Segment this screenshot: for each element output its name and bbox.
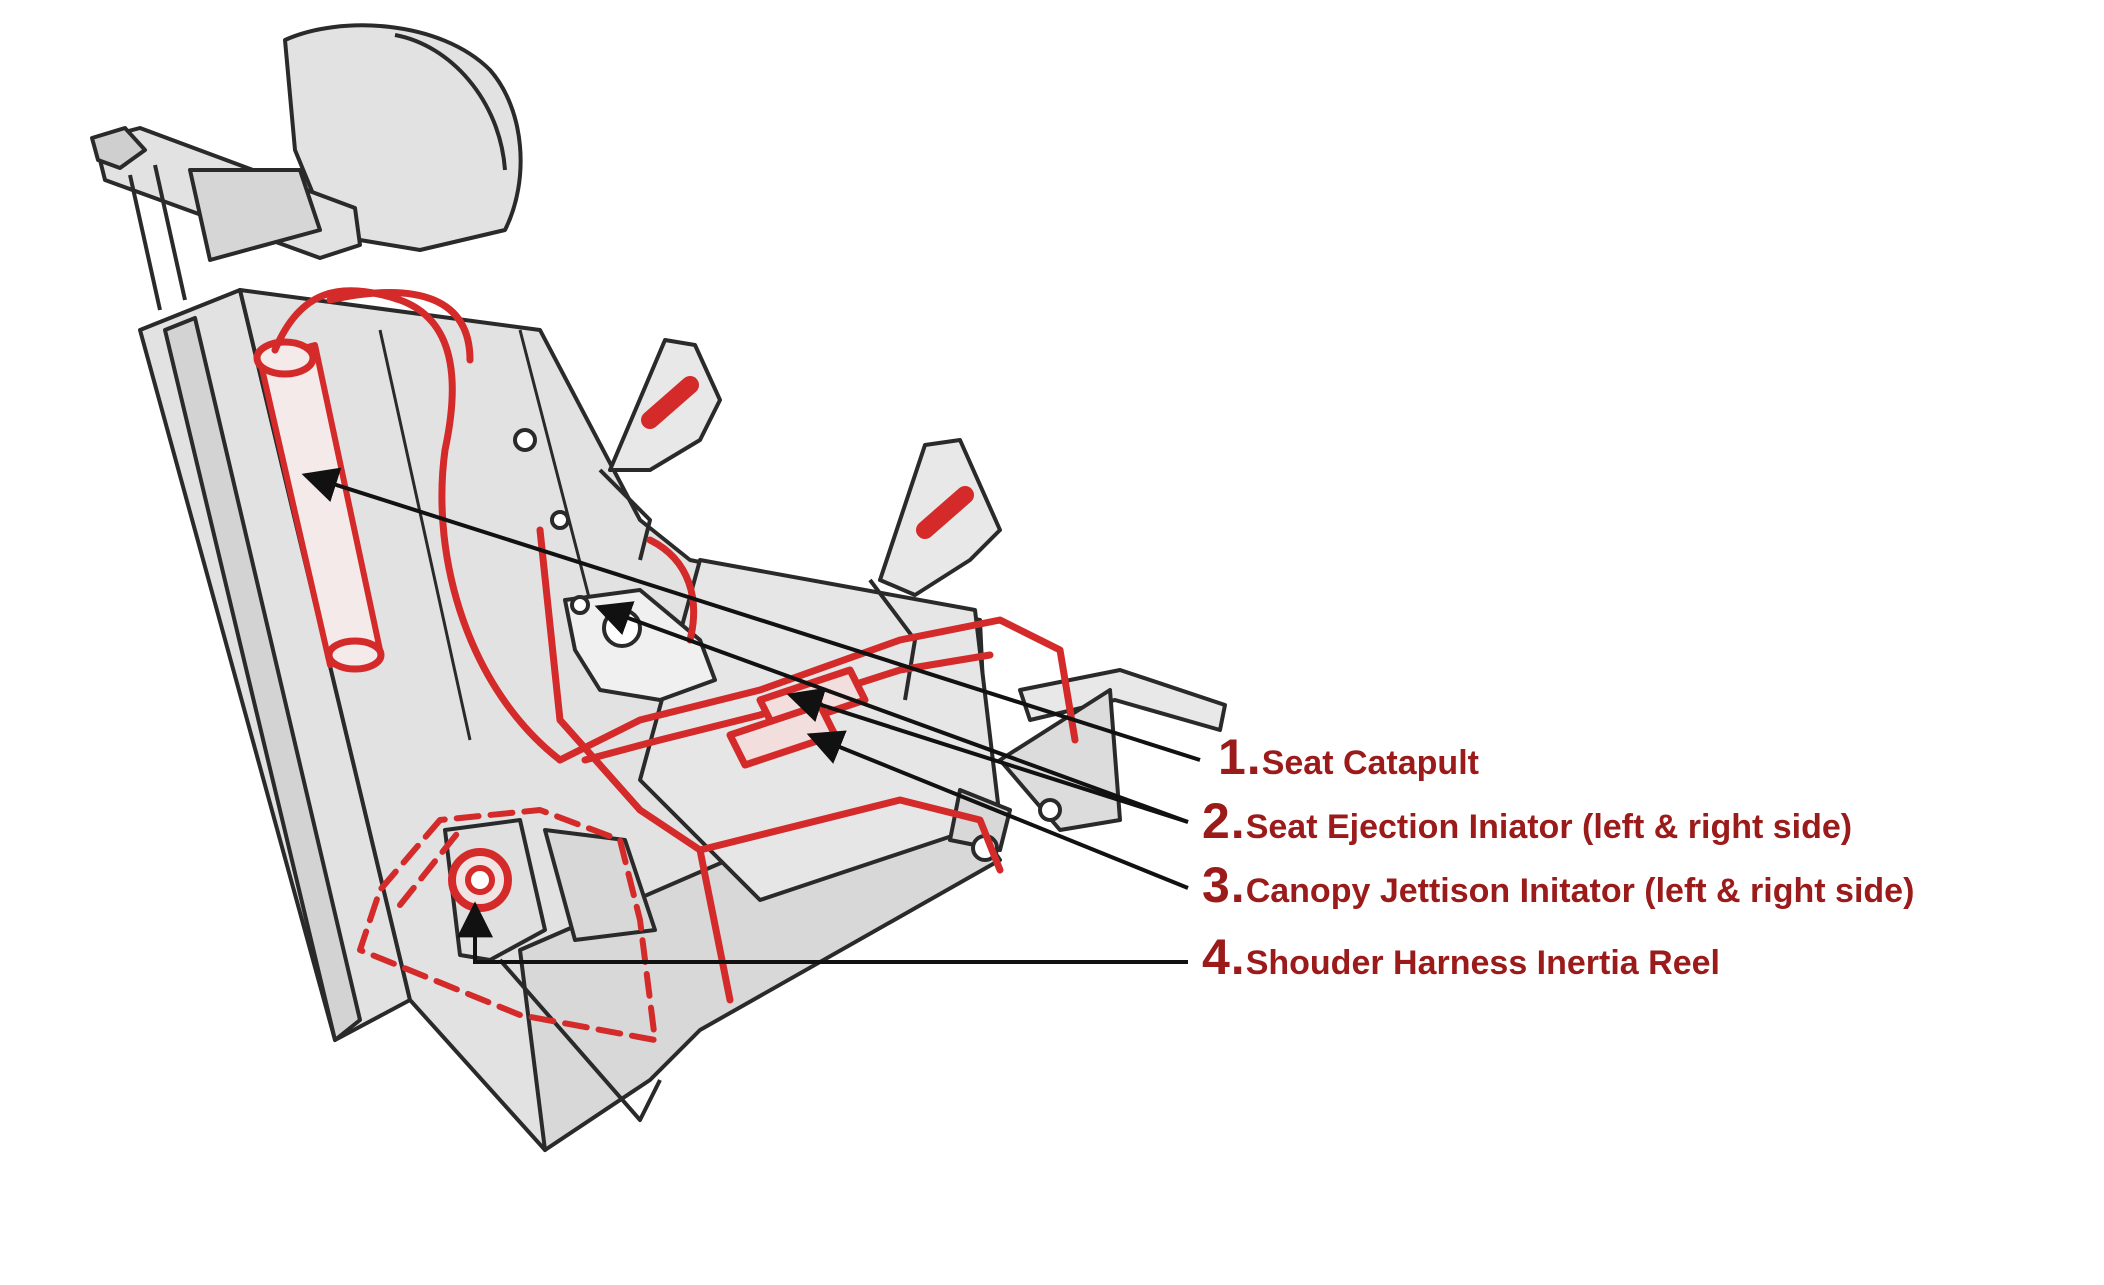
side-rod-2 [153,164,187,301]
callout-number: 1. [1218,729,1262,785]
catapult-cap [253,338,317,378]
callout-inertia-reel: 4. Shouder Harness Inertia Reel [1202,928,1720,986]
seat-back-left-rail-face [163,316,362,1042]
top-mechanism [188,168,322,262]
rear-bar [1018,668,1227,732]
back-frame-line [378,329,472,741]
callout-text: Canopy Jettison Initator (left & right s… [1245,872,1915,910]
headrest-rim [394,33,507,171]
pyrotechnic-tubing [253,287,1079,1043]
leader-line-2b [786,687,1189,824]
top-handle-left [90,126,147,170]
roller-2 [1038,798,1062,822]
callout-canopy-jettison-initiator: 3. Canopy Jettison Initator (left & righ… [1202,856,1914,914]
leader-line-1 [301,467,1201,762]
callout-number: 3. [1202,857,1246,913]
harness-route [357,807,658,1043]
upper-handle-grip [641,376,699,429]
leader-line-4 [457,901,1188,964]
leader-line-2 [594,601,1189,824]
callout-seat-catapult: 1. Seat Catapult [1218,728,1479,786]
upper-handle-arm [598,468,652,561]
lower-handle-grip [916,486,974,539]
inertia-reel-box [543,828,657,942]
leader-lines [301,467,1201,964]
bolt-1 [513,428,537,452]
callout-text: Shouder Harness Inertia Reel [1245,944,1720,982]
callout-text: Seat Ejection Iniator (left & right side… [1245,808,1853,846]
side-rod [128,174,162,311]
back-frame-line-2 [518,329,602,641]
callout-number: 4. [1202,929,1246,985]
leader-line-3 [806,730,1189,890]
bolt-2 [550,510,570,530]
bucket-front-edge [498,958,662,1122]
initiator-pivot [570,595,590,615]
callout-number: 2. [1202,793,1246,849]
callout-text: Seat Catapult [1261,744,1479,782]
catapult-base [325,637,385,673]
headrest [283,23,523,252]
callout-seat-ejection-initiator: 2. Seat Ejection Iniator (left & right s… [1202,792,1852,850]
